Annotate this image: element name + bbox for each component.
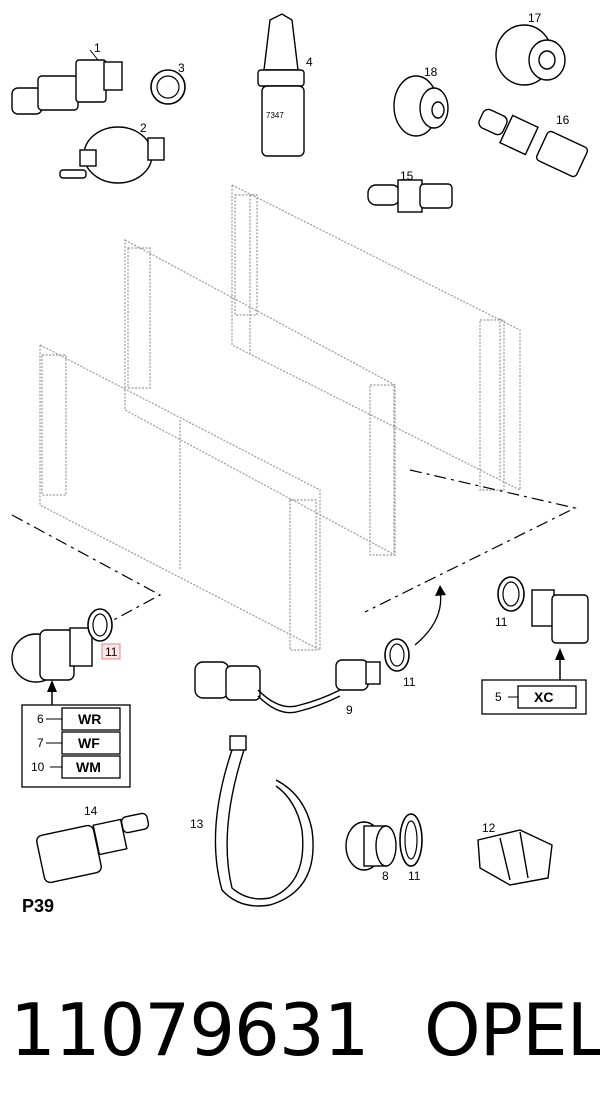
page-label: P39 <box>22 896 55 916</box>
part-17-grommet <box>495 24 566 86</box>
part-13-cable-tie <box>214 735 314 907</box>
reference-plane <box>11 469 577 631</box>
callout-11: 11 <box>408 869 421 883</box>
radiator-middle <box>124 238 396 557</box>
left-connector <box>11 627 93 683</box>
callout-15: 15 <box>400 169 414 183</box>
callout-4: 4 <box>306 55 313 69</box>
code-row-code: WR <box>78 711 101 727</box>
callout-3: 3 <box>178 61 185 75</box>
callout-18: 18 <box>424 65 438 79</box>
part-1-sensor <box>11 59 123 115</box>
code-box-right: 5 XC <box>481 679 587 715</box>
code-row-number: 5 <box>495 690 502 704</box>
part-number: 11079631 <box>10 988 369 1072</box>
footer-code-line: 11079631 OPEL <box>10 985 600 1075</box>
callout-12: 12 <box>482 821 496 835</box>
code-row-code: WM <box>76 759 101 775</box>
callout-9: 9 <box>346 703 353 717</box>
code-row-code: XC <box>534 689 553 705</box>
brand-name: OPEL <box>424 988 600 1072</box>
code-row-number: 6 <box>37 712 44 726</box>
callout-11: 11 <box>403 675 416 689</box>
part-9-wired-sensor <box>194 659 381 714</box>
callout-16: 16 <box>556 113 570 127</box>
code-row-number: 7 <box>37 736 44 750</box>
callout-1: 1 <box>94 41 101 55</box>
right-connector <box>531 589 589 644</box>
callout-17: 17 <box>528 11 542 25</box>
callout-8: 8 <box>382 869 389 883</box>
part-2-sensor <box>59 126 165 184</box>
callout-2: 2 <box>140 121 147 135</box>
code-box-left: 6 7 10 WR WF WM <box>21 704 131 788</box>
part-4-sealant-bottle: 7347 <box>257 13 305 157</box>
part-15-sensor <box>367 179 453 213</box>
callout-14: 14 <box>84 804 98 818</box>
part-18-grommet <box>393 75 449 137</box>
callout-11-highlighted[interactable]: 11 <box>101 643 121 660</box>
callout-11: 11 <box>495 615 508 629</box>
callout-11-highlight-text: 11 <box>105 645 118 659</box>
arrow-9-to-radiator <box>414 589 442 646</box>
code-row-number: 10 <box>31 760 45 774</box>
callout-labels: 1 2 3 4 8 9 11 11 11 12 13 14 15 16 17 1… <box>84 11 570 883</box>
radiator-rear <box>231 184 521 491</box>
part-12-clip <box>477 829 553 886</box>
part-14-sensor <box>36 812 150 884</box>
bottle-label: 7347 <box>266 111 284 120</box>
radiator-front <box>39 344 321 651</box>
exploded-parts-diagram: 7347 6 7 <box>11 11 589 907</box>
part-8-plug <box>345 821 397 871</box>
code-row-code: WF <box>78 735 100 751</box>
callout-13: 13 <box>190 817 204 831</box>
part-16-sensor <box>478 108 589 178</box>
